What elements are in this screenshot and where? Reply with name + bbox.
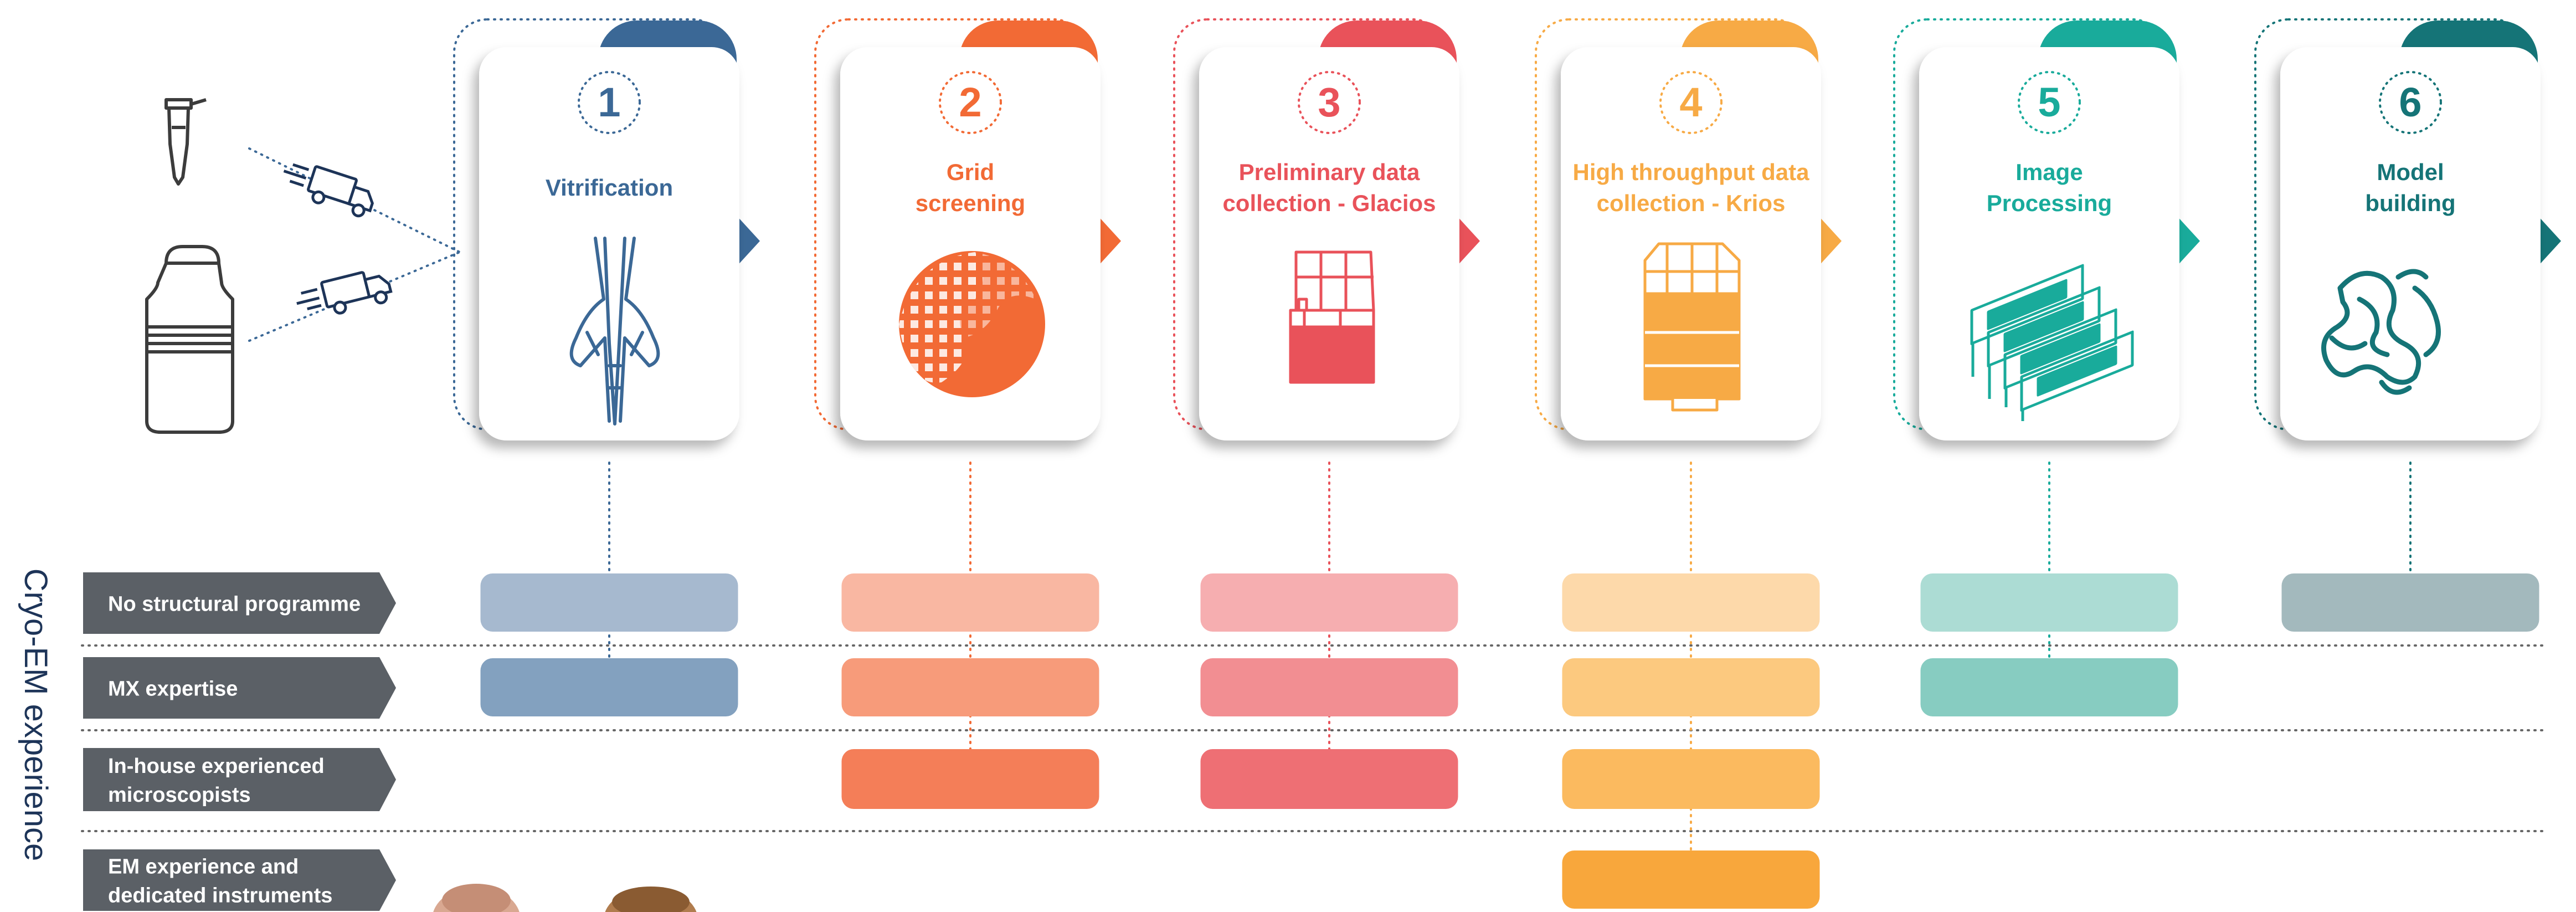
coverage-bar-step-3	[1200, 749, 1458, 809]
card-arrow	[1456, 214, 1480, 268]
step-number: 3	[1318, 79, 1340, 125]
step-number-circle	[939, 71, 1002, 134]
coverage-bar-step-5	[1920, 658, 2178, 716]
card-arrow	[2176, 214, 2200, 268]
experience-level-label: In-house experienced	[108, 755, 325, 778]
step-title-line: Processing	[1987, 190, 2112, 216]
step-number-circle	[2018, 71, 2081, 134]
card-arrow	[2537, 214, 2561, 268]
coverage-bar-step-5	[1920, 573, 2178, 632]
step-number: 5	[2038, 79, 2060, 125]
step-card-1	[453, 18, 760, 440]
krios-microscope-icon	[1643, 242, 1741, 412]
step-title-line: building	[2365, 190, 2455, 216]
row-separators	[81, 644, 2549, 832]
dewar-icon	[145, 245, 234, 434]
coverage-bar-step-4	[1562, 749, 1820, 809]
experience-level-tag	[83, 748, 396, 811]
experience-level-tag	[83, 657, 396, 719]
delivery-truck-icon	[296, 271, 393, 315]
experience-level-label: EM experience and	[108, 855, 299, 879]
step-card-6	[2254, 18, 2561, 440]
card-arrow	[1817, 214, 1842, 268]
card-face	[479, 47, 739, 440]
experience-level-label: No structural programme	[108, 593, 361, 616]
step-number-circle	[1298, 71, 1361, 134]
coverage-bar-step-4	[1562, 573, 1820, 632]
step-title-line: High throughput data	[1573, 159, 1810, 185]
vertical-axis-label: Cryo-EM experience	[18, 568, 54, 862]
coverage-bar-step-2	[841, 573, 1099, 632]
experience-level-labels	[83, 572, 396, 911]
experience-level-tag	[83, 572, 396, 634]
experience-level-label: microscopists	[108, 783, 251, 807]
person-photo-icon	[433, 884, 520, 912]
coverage-bar-step-1	[480, 658, 738, 716]
card-arrow	[736, 214, 760, 268]
coverage-bar-step-4	[1562, 850, 1820, 909]
coverage-bar-step-2	[841, 749, 1099, 809]
step-number-circle	[1659, 71, 1723, 134]
coverage-bar-step-1	[480, 573, 738, 632]
experience-level-tag	[83, 849, 396, 911]
delivery-truck-icon	[283, 163, 374, 218]
step-number: 4	[1679, 79, 1702, 125]
step-title-line: collection - Krios	[1597, 190, 1786, 216]
workflow-steps	[453, 18, 2561, 440]
sample-tube-icon	[164, 98, 207, 186]
shipping-routes	[248, 147, 461, 342]
coverage-bar-step-4	[1562, 658, 1820, 716]
step-title-line: collection - Glacios	[1222, 190, 1436, 216]
step-title-line: screening	[916, 190, 1025, 216]
row-label-texts: No structural programme MX expertiseIn-ho…	[108, 593, 361, 908]
coverage-bar-step-6	[2281, 573, 2539, 632]
step-number-circle	[2379, 71, 2442, 134]
step-number: 6	[2399, 79, 2421, 125]
step-title-line: Preliminary data	[1239, 159, 1420, 185]
card-face	[2280, 47, 2541, 440]
vitrobot-forceps-icon	[569, 237, 660, 426]
coverage-bars	[480, 573, 2539, 909]
glacios-microscope-icon	[1289, 250, 1375, 384]
protein-model-icon	[2321, 269, 2441, 395]
step-title-line: Model	[2377, 159, 2444, 185]
step-number: 2	[959, 79, 981, 125]
card-face	[1199, 47, 1459, 440]
card-arrow	[1097, 214, 1121, 268]
experience-level-label: MX expertise	[108, 678, 238, 701]
em-grid-icon	[899, 251, 1045, 397]
gpu-cards-icon	[1970, 264, 2134, 421]
step-number-circle	[578, 71, 641, 134]
coverage-bar-step-3	[1200, 658, 1458, 716]
step-title-line: Vitrification	[546, 175, 673, 201]
step-number: 1	[598, 79, 620, 125]
step-title-line: Image	[2015, 159, 2083, 185]
step-title-line: Grid	[947, 159, 994, 185]
coverage-bar-step-3	[1200, 573, 1458, 632]
coverage-bar-step-2	[841, 658, 1099, 716]
experience-level-label: dedicated instruments	[108, 884, 332, 908]
person-photo-icon	[605, 887, 697, 912]
